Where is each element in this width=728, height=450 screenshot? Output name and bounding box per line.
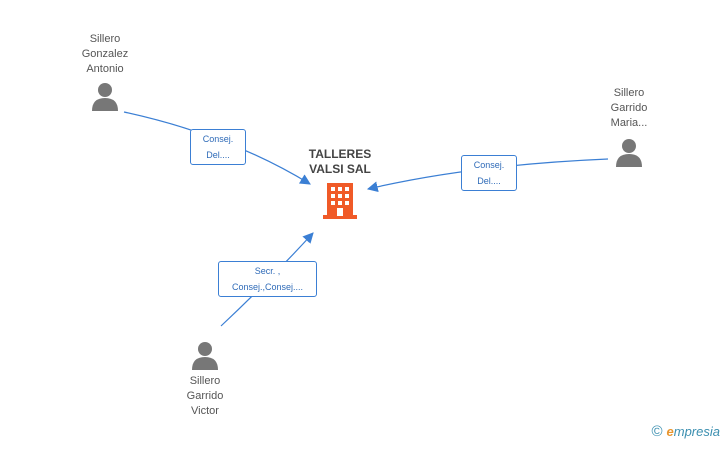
person-node[interactable]: Sillero Gonzalez Antonio bbox=[55, 32, 155, 111]
company-node[interactable]: TALLERES VALSI SAL bbox=[290, 147, 390, 219]
edge-label-line: Consej.,Consej.... bbox=[231, 282, 304, 292]
person-node[interactable]: Sillero Garrido Maria... bbox=[579, 86, 679, 167]
person-name-line: Sillero bbox=[89, 33, 121, 45]
person-name-line: Maria... bbox=[610, 117, 648, 129]
edge-label-p2[interactable]: Consej. Del.... bbox=[461, 155, 517, 191]
person-name-line: Garrido bbox=[186, 390, 224, 402]
person-name-line: Antonio bbox=[86, 63, 124, 75]
person-name-line: Victor bbox=[191, 405, 219, 417]
company-name-line: TALLERES bbox=[308, 147, 372, 161]
person-node[interactable]: Sillero Garrido Victor bbox=[155, 340, 255, 419]
building-icon bbox=[323, 183, 357, 219]
copyright-icon: © bbox=[651, 423, 663, 440]
edge-label-line: Del.... bbox=[206, 150, 230, 160]
edge-label-line: Consej. bbox=[202, 134, 234, 144]
brand-logo-e: e bbox=[666, 424, 674, 439]
brand-logo-text: mpresia bbox=[673, 424, 720, 439]
edge-label-p1[interactable]: Consej. Del.... bbox=[190, 129, 246, 165]
person-icon bbox=[192, 342, 218, 370]
company-name-line: VALSI SAL bbox=[309, 162, 371, 176]
person-name-line: Sillero bbox=[189, 375, 221, 387]
person-name-line: Gonzalez bbox=[81, 48, 129, 60]
person-icon bbox=[616, 139, 642, 167]
edge-label-line: Del.... bbox=[477, 176, 501, 186]
brand-watermark: © empresia bbox=[651, 423, 720, 440]
edge-label-p3[interactable]: Secr. , Consej.,Consej.... bbox=[218, 261, 317, 297]
person-icon bbox=[92, 83, 118, 111]
edge-label-line: Consej. bbox=[473, 160, 505, 170]
person-name-line: Sillero bbox=[613, 87, 645, 99]
edge-label-line: Secr. , bbox=[254, 266, 281, 276]
person-name-line: Garrido bbox=[610, 102, 648, 114]
